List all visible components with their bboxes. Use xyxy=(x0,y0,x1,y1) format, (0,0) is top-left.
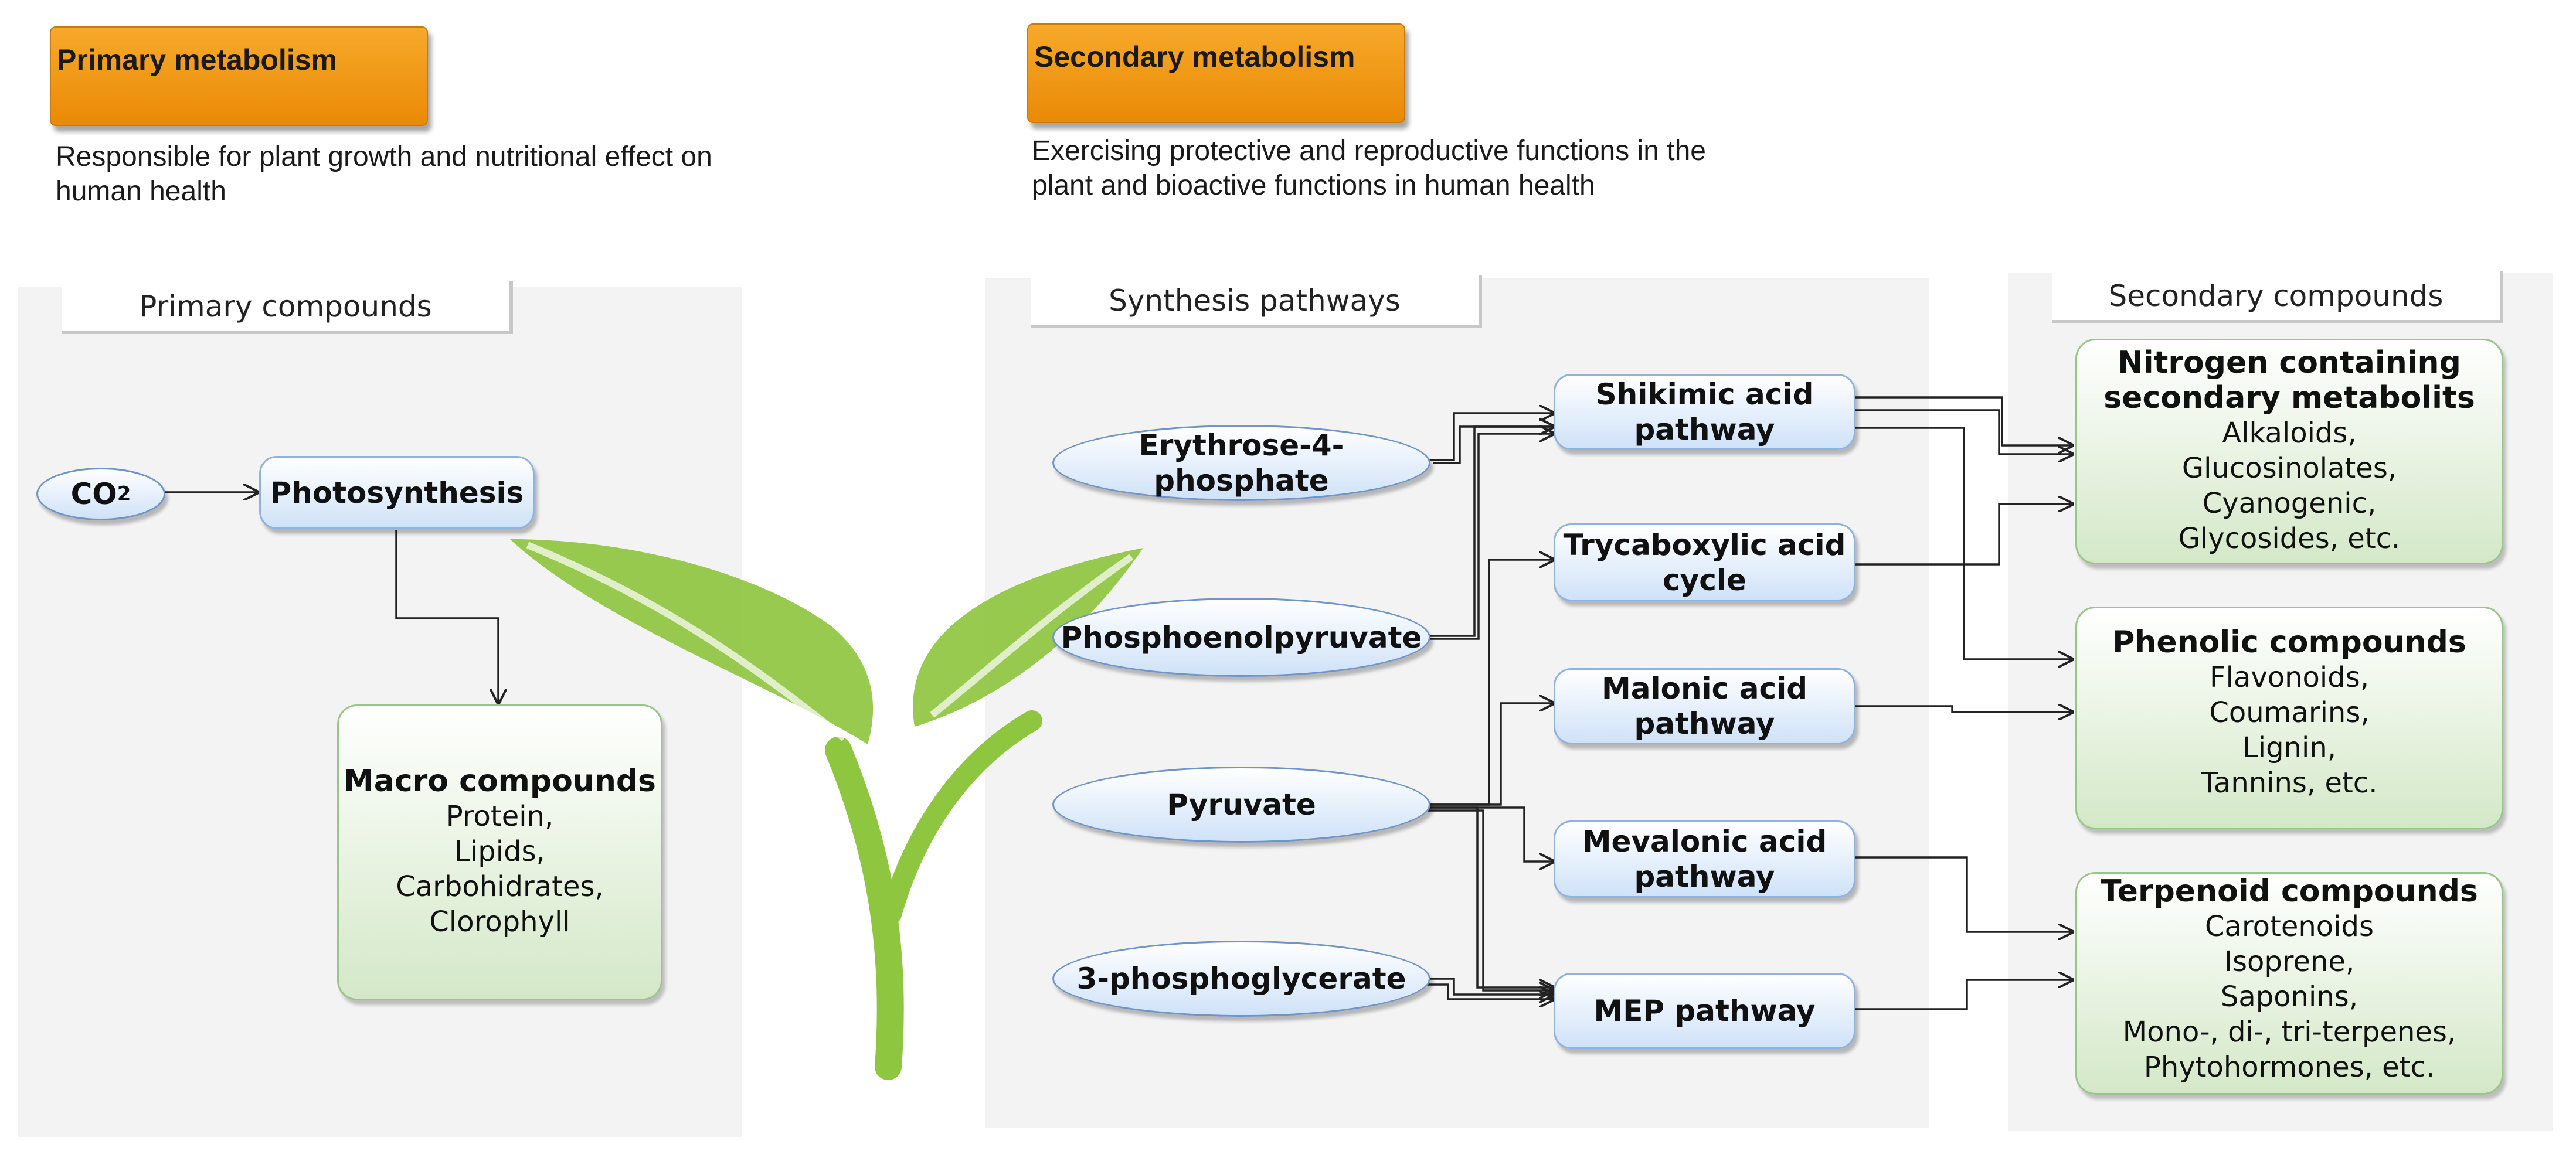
group-item: Mono-, di-, tri-terpenes, xyxy=(2122,1016,2456,1048)
group-item: Glucosinolates, xyxy=(2181,452,2397,485)
group-terpenoid: Terpenoid compounds Carotenoids Isoprene… xyxy=(2075,872,2503,1095)
photosynthesis-node: Photosynthesis xyxy=(259,456,535,529)
secondary-compounds-header: Secondary compounds xyxy=(2052,271,2503,323)
macro-compounds-box: Macro compounds Protein, Lipids, Carbohi… xyxy=(337,704,662,1000)
secondary-metabolism-description: Exercising protective and reproductive f… xyxy=(1032,135,1706,201)
co2-label: CO xyxy=(70,477,117,511)
group-item: Carotenoids xyxy=(2205,910,2374,943)
primary-metabolism-title: Primary metabolism xyxy=(50,26,428,126)
pathway-mevalonic: Mevalonic acid pathway xyxy=(1554,820,1855,898)
group-title: Terpenoid compounds xyxy=(2101,874,2478,909)
pathway-mep: MEP pathway xyxy=(1554,973,1855,1049)
group-phenolic: Phenolic compounds Flavonoids, Coumarins… xyxy=(2075,607,2503,829)
group-title: Phenolic compounds xyxy=(2112,625,2466,660)
synthesis-pathways-header: Synthesis pathways xyxy=(1031,275,1482,328)
group-item: Cyanogenic, xyxy=(2202,487,2377,520)
group-item: Flavonoids, xyxy=(2210,661,2369,694)
group-item: Tannins, etc. xyxy=(2201,767,2378,799)
group-item: Coumarins, xyxy=(2209,696,2370,729)
pathway-malonic: Malonic acid pathway xyxy=(1554,668,1855,744)
pathway-tricarboxylic: Trycaboxylic acid cycle xyxy=(1554,523,1855,601)
secondary-metabolism-title: Secondary metabolism xyxy=(1027,23,1405,123)
macro-item: Protein, xyxy=(446,800,554,833)
group-title: Nitrogen containing secondary metabolits xyxy=(2103,345,2475,416)
group-item: Isoprene, xyxy=(2224,945,2355,978)
macro-item: Lipids, xyxy=(454,835,545,868)
primary-compounds-header: Primary compounds xyxy=(62,281,513,334)
macro-compounds-title: Macro compounds xyxy=(343,764,657,799)
group-item: Glycosides, etc. xyxy=(2178,522,2401,555)
group-item: Alkaloids, xyxy=(2222,417,2357,449)
group-item: Saponins, xyxy=(2220,980,2358,1013)
precursor-pyruvate: Pyruvate xyxy=(1052,767,1430,843)
pathway-shikimic: Shikimic acid pathway xyxy=(1554,374,1855,450)
group-item: Lignin, xyxy=(2242,731,2336,764)
macro-item: Clorophyll xyxy=(429,905,570,938)
precursor-3-phosphoglycerate: 3-phosphoglycerate xyxy=(1052,941,1430,1017)
precursor-phosphoenolpyruvate: Phosphoenolpyruvate xyxy=(1052,598,1430,677)
macro-item: Carbohidrates, xyxy=(396,870,604,903)
group-item: Phytohormones, etc. xyxy=(2143,1051,2435,1084)
primary-metabolism-description: Responsible for plant growth and nutriti… xyxy=(56,141,712,207)
group-nitrogen: Nitrogen containing secondary metabolits… xyxy=(2075,339,2503,564)
precursor-erythrose: Erythrose-4-phosphate xyxy=(1052,425,1430,501)
co2-subscript: 2 xyxy=(117,482,131,506)
